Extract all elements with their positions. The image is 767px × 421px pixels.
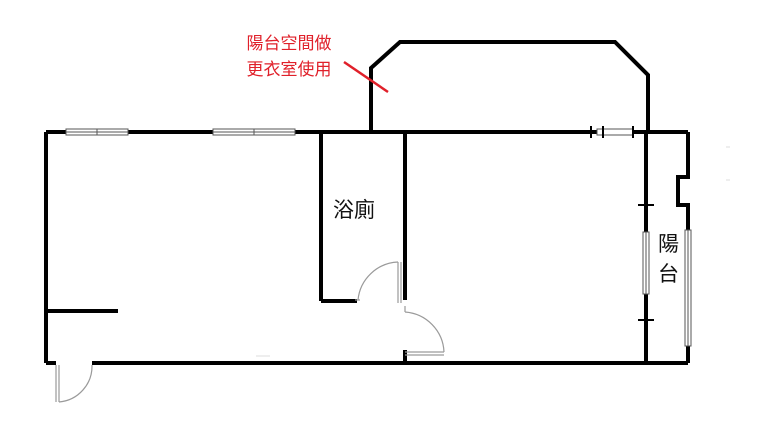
room-door [404,306,445,356]
annotation-leader-line [343,60,389,94]
bathroom-label: 浴廁 [333,198,375,222]
balcony-label-char-1: 陽 [658,232,679,256]
entry-door [55,364,93,403]
balcony-label-char-2: 台 [658,262,679,286]
annotation-line-1: 陽台空間做 [246,34,332,54]
faint-marks [256,146,730,357]
bathroom-door [355,261,402,303]
balcony-label: 陽 台 [658,229,679,289]
wall-bay-top [369,40,650,132]
annotation-note: 陽台空間做 更衣室使用 [222,31,356,83]
windows [65,126,692,347]
annotation-line-2: 更衣室使用 [246,60,332,80]
doors [55,261,445,403]
